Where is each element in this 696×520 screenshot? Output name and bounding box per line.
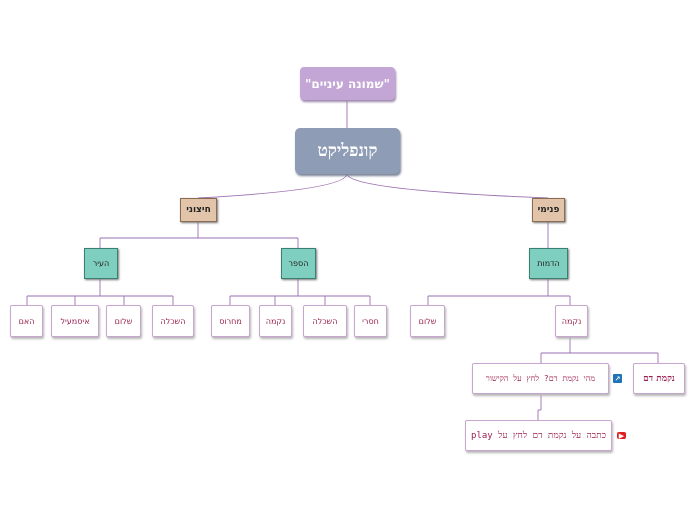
blood-revenge-node: נקמת דם: [633, 363, 685, 394]
characters-group-node: הדמות: [529, 248, 568, 279]
root-node: קונפליקט: [295, 128, 400, 174]
video-play-icon[interactable]: ▶: [617, 431, 626, 440]
leaf-node: האם: [10, 305, 43, 337]
diagram-title: "שמונה עיניים": [300, 67, 395, 100]
external-link-icon[interactable]: ↗: [613, 374, 622, 383]
leaf-node: מחרוס: [211, 305, 250, 337]
city-group-node: העיר: [84, 248, 118, 279]
external-branch-node: חיצוני: [180, 198, 217, 222]
video-link-node[interactable]: כתבה על נקמת דם לחץ על play: [465, 420, 612, 451]
leaf-node: נקמה: [555, 305, 588, 337]
leaf-node: השכלה: [303, 305, 347, 337]
leaf-node: שלום: [106, 305, 141, 337]
internal-branch-node: פנימי: [532, 198, 565, 222]
book-group-node: הספר: [281, 248, 316, 279]
leaf-node: נקמה: [259, 305, 292, 337]
question-link-node[interactable]: מהי נקמת דם? לחץ על הקישור: [472, 363, 609, 394]
leaf-node: איסמעיל: [51, 305, 99, 337]
leaf-node: השכלה: [152, 305, 194, 337]
leaf-node: שלום: [410, 305, 445, 337]
leaf-node: חסרי: [354, 305, 387, 337]
